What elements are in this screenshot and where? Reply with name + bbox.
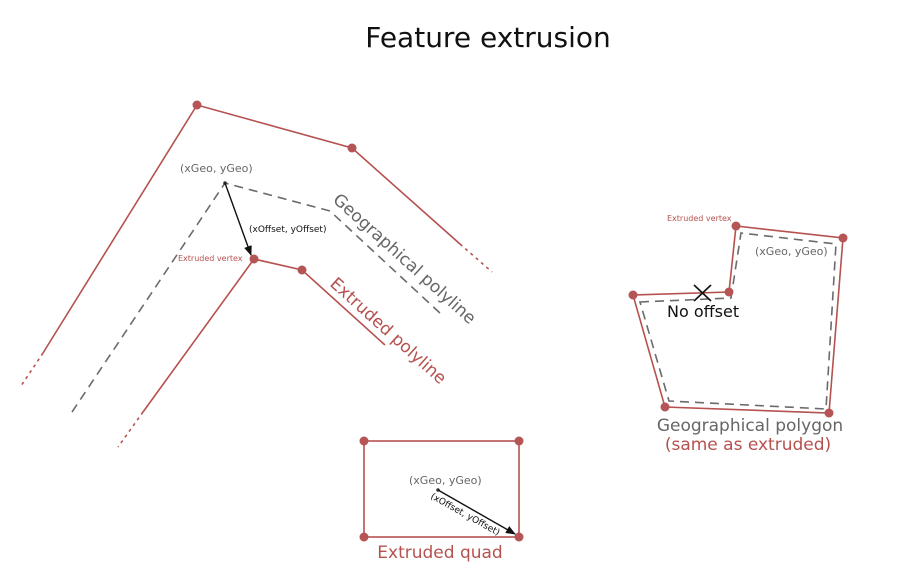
geographical-polygon-outline [638, 232, 837, 410]
outer-polyline-vertex [347, 143, 357, 153]
inner-polyline-dotted-end [117, 411, 144, 448]
extruded-vertex-point [249, 254, 259, 264]
quad-group: (xGeo, yGeo) (xOffset, yOffset) Extruded… [359, 436, 524, 563]
polygon-vertex [724, 287, 734, 297]
extruded-quad-rect [363, 440, 520, 538]
extruded-quad-label: Extruded quad [377, 543, 502, 563]
geographical-polyline-line [71, 182, 442, 413]
inner-extruded-polyline [142, 258, 386, 413]
polyline-extruded-vertex-label: Extruded vertex [178, 254, 243, 263]
polygon-group: Extruded vertex (xGeo, yGeo) No offset G… [628, 214, 848, 455]
no-offset-cross-icon [693, 284, 712, 302]
outer-polyline-dotted-end-right [459, 243, 493, 273]
polygon-extruded-vertex [731, 221, 741, 231]
quad-geo-label: (xGeo, yGeo) [409, 474, 482, 487]
outer-polyline-dotted-end-left [20, 352, 44, 387]
quad-vertex [514, 532, 524, 542]
quad-vertex [359, 532, 369, 542]
polygon-vertex [660, 402, 670, 412]
diagram-title: Feature extrusion [365, 21, 611, 54]
polygon-vertex [628, 290, 638, 300]
no-offset-label: No offset [667, 302, 739, 321]
polygon-extruded-vertex-label: Extruded vertex [667, 214, 732, 223]
inner-polyline-vertex [297, 265, 307, 275]
polyline-offset-label: (xOffset, yOffset) [249, 225, 326, 235]
polyline-geo-label: (xGeo, yGeo) [180, 162, 253, 175]
outer-extruded-polyline [42, 104, 461, 354]
quad-offset-arrow [437, 489, 516, 535]
polygon-geo-label: (xGeo, yGeo) [755, 245, 828, 258]
same-as-extruded-label: (same as extruded) [665, 435, 831, 455]
quad-vertex [359, 436, 369, 446]
geographical-polygon-label: Geographical polygon [657, 416, 843, 436]
quad-offset-label: (xOffset, yOffset) [429, 492, 502, 538]
offset-arrow [224, 182, 252, 256]
polyline-group: (xGeo, yGeo) (xOffset, yOffset) Extruded… [20, 100, 493, 448]
polygon-vertex [838, 233, 848, 243]
quad-vertex [514, 436, 524, 446]
outer-polyline-vertex [192, 100, 202, 110]
polygon-vertex [824, 408, 834, 418]
